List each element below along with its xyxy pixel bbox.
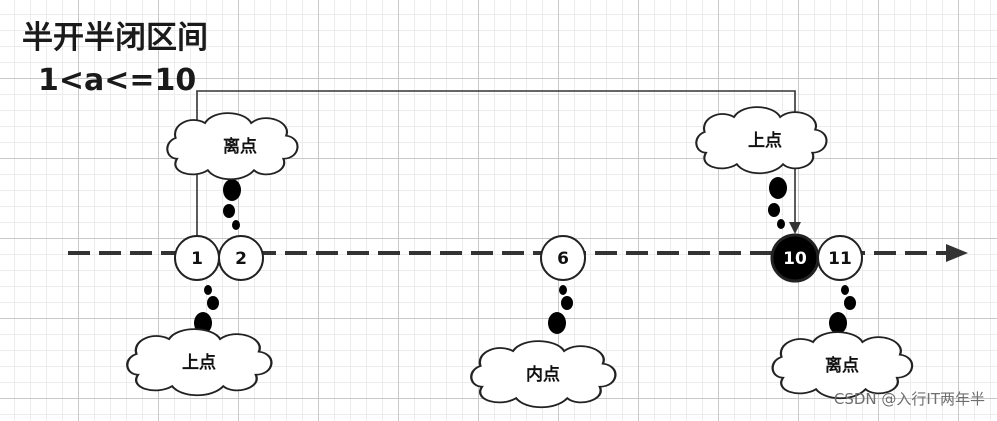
cloud-on-point-right-label: 上点 [748,130,782,151]
cloud-in-point-label: 内点 [526,364,560,385]
cloud-off-point-right-label: 离点 [825,355,859,376]
node-2-label: 2 [235,249,247,269]
cloud-off-point-left-label: 离点 [223,136,257,157]
thought-dots-off-left [223,179,241,230]
cloud-on-point-left-label: 上点 [182,352,216,373]
interval-bracket [196,90,796,236]
thought-dots-on-left [194,285,219,334]
node-6: 6 [540,235,586,281]
interval-bracket-arrow-icon [789,222,801,234]
node-10-label: 10 [783,249,807,269]
node-2: 2 [218,235,264,281]
interval-condition: 1<a<=10 [38,63,196,98]
node-1-label: 1 [191,249,203,269]
cloud-off-point-right: 离点 [771,331,914,400]
cloud-on-point-right: 上点 [695,106,828,175]
cloud-on-point-left: 上点 [126,327,273,397]
node-10: 10 [770,233,820,283]
thought-dots-off-right [829,285,856,334]
thought-dots-on-right [768,177,787,229]
page-title: 半开半闭区间 [22,20,208,56]
node-1: 1 [174,235,220,281]
number-line-arrowhead [946,244,968,262]
node-6-label: 6 [557,249,569,269]
thought-dots-in [548,285,573,334]
watermark: CSDN @入行IT两年半 [834,390,985,408]
cloud-in-point: 内点 [470,339,617,409]
node-11-label: 11 [828,249,852,269]
node-11: 11 [817,235,863,281]
cloud-off-point-left: 离点 [166,112,299,181]
